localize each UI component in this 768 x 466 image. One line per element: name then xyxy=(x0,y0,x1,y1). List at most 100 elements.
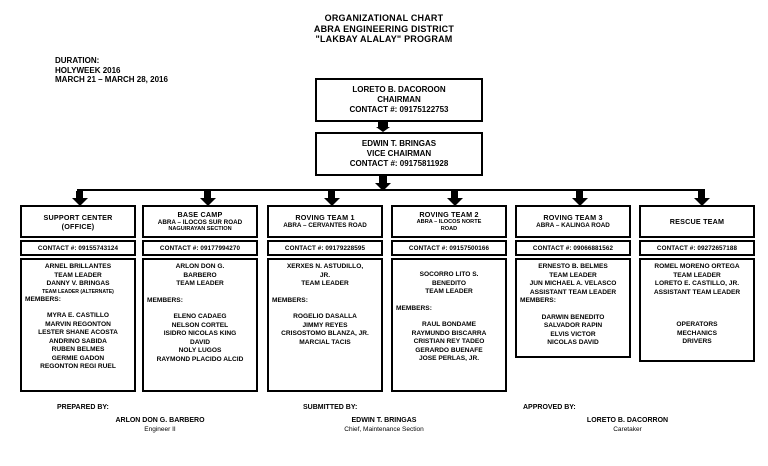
team-title-line: NAGUIRAYAN SECTION xyxy=(168,226,232,233)
roster-line: OPERATORS xyxy=(676,321,718,328)
team-title-line: ROAD xyxy=(440,226,458,232)
team-contact: CONTACT #: 09066881562 xyxy=(515,240,631,256)
roster-line: ARNEL BRILLANTES xyxy=(44,263,112,270)
roster-spacer xyxy=(144,305,256,313)
roster-line: RAYMOND PLACIDO ALCID xyxy=(156,355,244,363)
vice-chairman-role: VICE CHAIRMAN xyxy=(366,149,432,158)
roster-line: NICOLAS DAVID xyxy=(547,339,599,346)
prepared-by-role: Engineer II xyxy=(144,426,176,433)
approved-by-name: LORETO B. DACORRON xyxy=(586,417,669,424)
roster-line: ASSISTANT TEAM LEADER xyxy=(653,288,741,296)
team-title-line: RESCUE TEAM xyxy=(669,217,725,226)
team-title-line: ROVING TEAM 3 xyxy=(543,213,603,223)
roster-line: TEAM LEADER xyxy=(673,271,721,279)
roster-spacer xyxy=(269,289,381,297)
team-title-line: ABRA – KALINGA ROAD xyxy=(536,222,610,230)
roster-line: JUN MICHAEL A. VELASCO xyxy=(529,280,617,287)
roster-spacer xyxy=(393,297,505,305)
roster-line: RAYMUNDO BISCARRA xyxy=(411,329,487,337)
arrow-down-icon xyxy=(375,183,391,191)
connector-rail-team-shaft xyxy=(328,191,335,198)
chart-title-line-1: ORGANIZATIONAL CHART xyxy=(324,13,444,23)
roster-line: RAUL BONDAME xyxy=(421,321,477,328)
roster-line: ELVIS VICTOR xyxy=(550,330,596,338)
roster-line: DANNY V. BRINGAS xyxy=(46,280,110,287)
roster-line: DAVID xyxy=(189,338,211,346)
roster-line: ARLON DON G. xyxy=(175,263,225,270)
arrow-down-icon xyxy=(72,198,88,206)
team-contact: CONTACT #: 09177994270 xyxy=(142,240,258,256)
team-contact: CONTACT #: 09272657188 xyxy=(639,240,755,256)
roster-line: DRIVERS xyxy=(682,338,712,345)
connector-rail-team-shaft xyxy=(204,191,211,198)
chairman-contact: CONTACT #: 09175122753 xyxy=(349,105,449,114)
roster-line: TEAM LEADER xyxy=(301,280,349,287)
team-title-line: BASE CAMP xyxy=(177,209,223,219)
roster-line: LESTER SHANE ACOSTA xyxy=(38,329,118,336)
roster-spacer xyxy=(22,304,134,312)
chairman-role: CHAIRMAN xyxy=(377,95,421,104)
team-title-line: ROVING TEAM 2 xyxy=(419,210,479,219)
roster-line: GERMIE GADON xyxy=(51,354,105,362)
connector-rail-team-shaft xyxy=(451,191,458,198)
roster-line: CRISTIAN REY TADEO xyxy=(413,338,485,345)
roster-line: ASSISTANT TEAM LEADER xyxy=(529,288,617,296)
team-title: SUPPORT CENTER(OFFICE) xyxy=(20,205,136,238)
roster-line: MECHANICS xyxy=(677,329,717,337)
chart-title-line-3: "LAKBAY ALALAY" PROGRAM xyxy=(315,34,453,44)
roster-line: RUBEN BELMES xyxy=(51,346,105,353)
team-title-line: ABRA – ILOCOS SUR ROAD xyxy=(157,218,243,226)
approved-by-signature: LORETO B. DACORRON Caretaker xyxy=(560,416,695,434)
team-title-line: ABRA – ILOCOS NORTE xyxy=(416,219,482,225)
roster-line: ERNESTO B. BELMES xyxy=(538,263,608,270)
vice-chairman-box: EDWIN T. BRINGAS VICE CHAIRMAN CONTACT #… xyxy=(315,132,483,176)
vice-chairman-name: EDWIN T. BRINGAS xyxy=(361,139,437,148)
roster-line: MYRA E. CASTILLO xyxy=(46,312,110,319)
approved-by-role: Caretaker xyxy=(613,426,642,433)
team-title-line: ROVING TEAM 1 xyxy=(295,213,355,223)
arrow-down-icon xyxy=(694,198,710,206)
connector-vice-rail-shaft xyxy=(379,175,387,183)
roster-line: MARVIN REGONTON xyxy=(45,320,111,328)
chart-title-line-2: ABRA ENGINEERING DISTRICT xyxy=(313,23,455,34)
roster-line: ANDRINO SABIDA xyxy=(49,337,107,345)
roster-line: ROMEL MORENO ORTEGA xyxy=(654,263,740,270)
arrow-down-icon xyxy=(324,198,340,206)
team-column-1: SUPPORT CENTER(OFFICE)CONTACT #: 0915574… xyxy=(20,205,136,392)
roster-spacer xyxy=(641,297,753,305)
roster-spacer xyxy=(393,313,505,321)
prepared-by-signature: ARLON DON G. BARBERO Engineer II xyxy=(95,416,225,434)
members-label: MEMBERS: xyxy=(147,296,183,304)
connector-rail-team-shaft xyxy=(76,191,83,198)
roster-line: ISIDRO NICOLAS KING xyxy=(163,330,237,337)
roster-line: TEAM LEADER xyxy=(425,288,473,295)
roster-line: ELENO CADAEG xyxy=(173,313,227,320)
members-label: MEMBERS: xyxy=(396,304,432,312)
members-label: MEMBERS: xyxy=(272,296,308,304)
roster-spacer xyxy=(144,289,256,297)
arrow-down-icon xyxy=(376,127,390,132)
members-label: MEMBERS: xyxy=(25,295,61,303)
team-title-line: (OFFICE) xyxy=(61,221,95,231)
approved-by-label: APPROVED BY: xyxy=(523,404,576,411)
roster-spacer xyxy=(269,305,381,313)
connector-rail-team-shaft xyxy=(698,191,705,198)
roster-line: NELSON CORTEL xyxy=(171,321,229,329)
roster-line: GERARDO BUENAFE xyxy=(415,346,483,354)
roster-line: DARWIN BENEDITO xyxy=(541,313,605,321)
roster-line: SALVADOR RAPIN xyxy=(543,322,603,329)
duration-week: HOLYWEEK 2016 xyxy=(55,65,121,75)
roster-line: ROGELIO DASALLA xyxy=(293,313,357,320)
